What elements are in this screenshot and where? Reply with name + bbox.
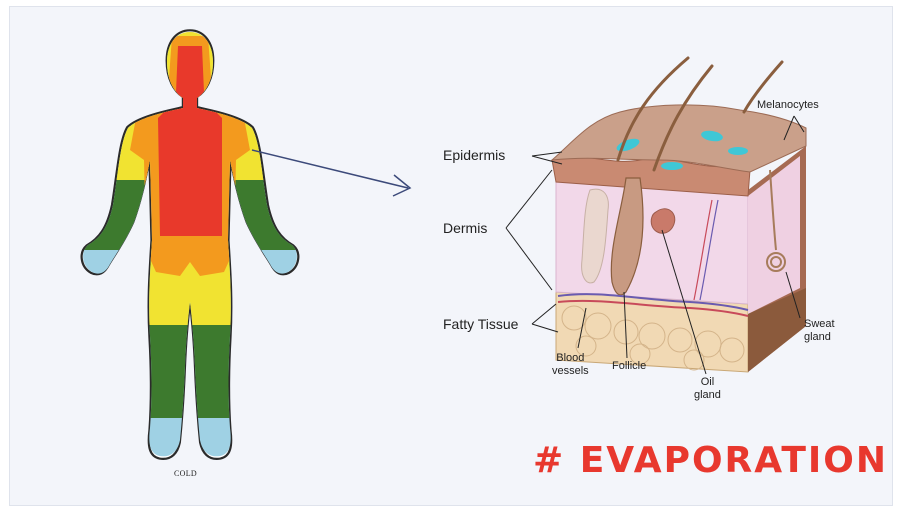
pointer-arrow (252, 150, 410, 196)
label-sweat-gland: Sweat gland (804, 318, 835, 344)
label-oil-gland: Oil gland (694, 376, 721, 402)
zone-cool-legs (140, 320, 240, 418)
label-melanocytes: Melanocytes (757, 99, 819, 112)
label-fatty-tissue: Fatty Tissue (443, 316, 518, 332)
zone-cool-right-arm (230, 170, 320, 250)
oil-gland (651, 209, 675, 233)
label-blood-vessels: Blood vessels (552, 352, 589, 378)
label-follicle: Follicle (612, 360, 646, 373)
label-epidermis: Epidermis (443, 147, 505, 163)
evaporation-headline: # EVAPORATION (533, 440, 888, 481)
zone-cool-left-arm (60, 170, 150, 250)
label-dermis: Dermis (443, 220, 487, 236)
thermal-body-figure (60, 20, 320, 470)
body-figure-caption: COLD (174, 469, 197, 478)
